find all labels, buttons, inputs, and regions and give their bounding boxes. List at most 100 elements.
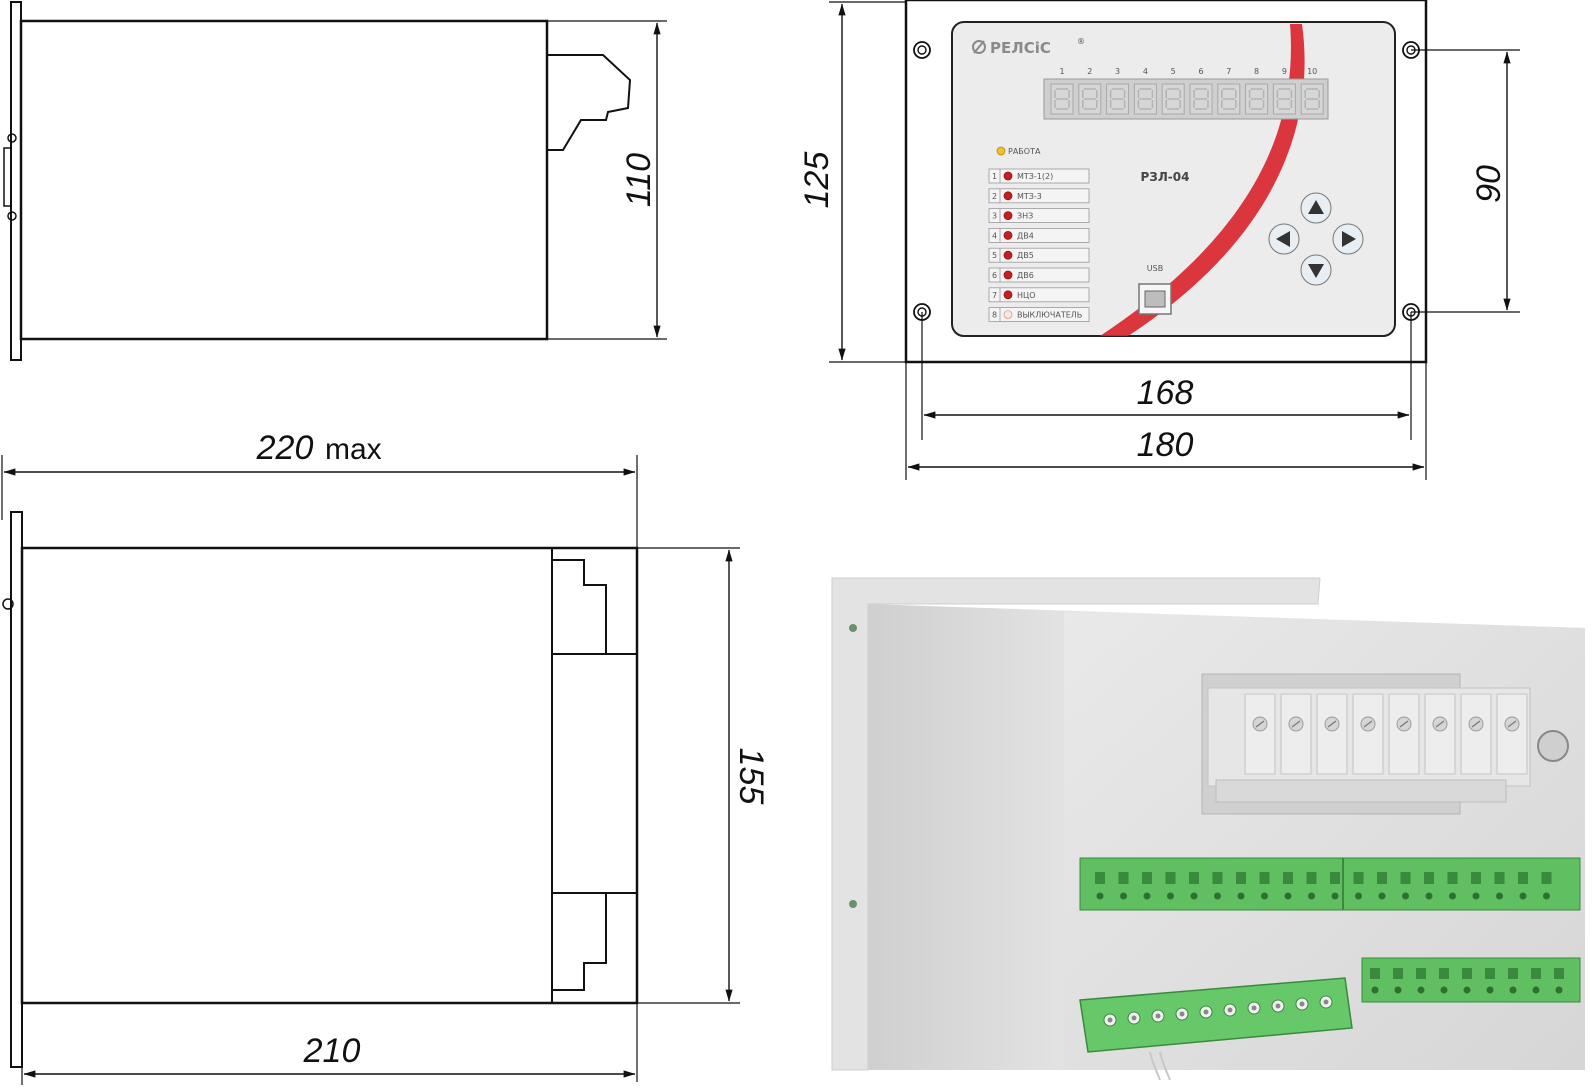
pin-slot [1212,872,1223,884]
pin-screw-icon [1472,892,1480,900]
terminal-cell [1352,693,1384,775]
pin-slot [1416,968,1426,979]
pin-screw-icon [1143,892,1151,900]
dim-top-depth: 155 [732,748,770,805]
indicator-label: МТЗ-3 [1017,192,1042,201]
pin-slot [1189,872,1199,884]
pin-screw-icon [1496,892,1503,900]
pin-screw-icon [1308,892,1315,900]
indicator-led-icon [1003,250,1013,260]
flange-screw-icon [849,900,857,908]
pin-slot [1142,872,1152,884]
pin-slot [1518,872,1528,884]
usb-label: USB [1147,264,1163,273]
pin-slot [1400,872,1411,884]
pin-screw-icon [1331,892,1339,900]
indicator-number: 7 [992,291,997,300]
digit-number: 10 [1307,67,1317,76]
indicator-row: 7 НЦО [988,287,1090,303]
brand-logo: РЕЛСіС ® [972,37,1085,57]
indicator-led-icon [1003,310,1013,320]
terminal-cell [1388,693,1420,775]
pin-slot [1306,872,1317,884]
indicator-label: ДВ4 [1017,231,1034,240]
indicator-led-icon [1003,230,1013,240]
arrow-down-button[interactable] [1300,254,1332,286]
digit-segments [1054,88,1070,110]
arrow-left-button[interactable] [1268,223,1300,255]
pin-screw-icon [1355,892,1362,900]
pin-screw-icon [1394,986,1402,994]
digit-number: 6 [1198,67,1203,76]
brand-mark: ® [1077,37,1085,46]
pin-screw-icon [1371,986,1379,994]
digit-segments [1221,88,1237,110]
pin-slot [1377,872,1387,884]
indicator-number: 6 [992,271,997,280]
indicator-label: ВЫКЛЮЧАТЕЛЬ [1017,311,1082,320]
digit-number: 3 [1115,67,1120,76]
pin-slot [1283,872,1293,884]
pin-slot [1393,968,1403,979]
digit-segments [1304,88,1320,110]
indicator-row: 2 МТЗ-3 [988,188,1090,204]
pin-screw-icon [1449,892,1456,900]
indicator-number: 2 [992,192,997,201]
pin-slot [1370,968,1380,979]
indicator-led-icon [1003,270,1013,280]
digit-number: 9 [1282,67,1287,76]
usb-port-icon[interactable] [1138,283,1172,315]
device-photo [831,577,1585,1081]
dim-top-length-suffix: max [325,433,382,466]
red-swoosh [1100,24,1305,336]
digit-number: 4 [1143,67,1148,76]
pin-screw-icon [1237,892,1245,900]
pin-screw-icon [1486,986,1494,994]
dim-mount-height: 90 [1470,165,1508,203]
dim-mount-width: 168 [1137,374,1194,412]
pin-screw-icon [1190,892,1198,900]
arrow-right-button[interactable] [1332,223,1364,255]
pin-slot [1541,872,1552,884]
pin-slot [1494,872,1505,884]
seven-segment-display [1043,78,1329,120]
dim-top-length: 220 [256,429,314,467]
indicator-led-icon [1003,211,1013,221]
terminal-cell [1460,693,1492,775]
digit-number: 2 [1087,67,1092,76]
green-connector-row-2 [1361,957,1581,1003]
indicator-number: 3 [992,212,997,221]
digit-segments [1082,88,1098,110]
pin-slot [1447,872,1458,884]
pin-slot [1531,968,1541,979]
pin-slot [1462,968,1472,979]
pin-screw-icon [1120,892,1127,900]
terminal-cell [1280,693,1312,775]
grey-terminal-block [1201,673,1569,815]
pin-screw-icon [1555,986,1563,994]
green-connector-row-1 [1079,857,1581,911]
green-connector-plug [1079,977,1353,1081]
side-view: 110 [3,1,667,361]
indicator-led-icon [1003,171,1013,181]
digit-number: 5 [1171,67,1176,76]
arrow-up-button[interactable] [1300,192,1332,224]
pin-slot [1554,968,1564,979]
indicator-row: 4 ДВ4 [988,227,1090,243]
indicator-number: 4 [992,231,997,240]
digit-number: 8 [1254,67,1259,76]
pin-screw-icon [1214,892,1221,900]
pin-screw-icon [1440,986,1448,994]
mount-hole-tl-icon [913,41,931,59]
indicator-label: НЦО [1017,291,1036,300]
top-view: 220 max 155 210 [1,429,770,1085]
terminal-cell [1244,693,1276,775]
ground-bolt-icon [1537,730,1569,762]
